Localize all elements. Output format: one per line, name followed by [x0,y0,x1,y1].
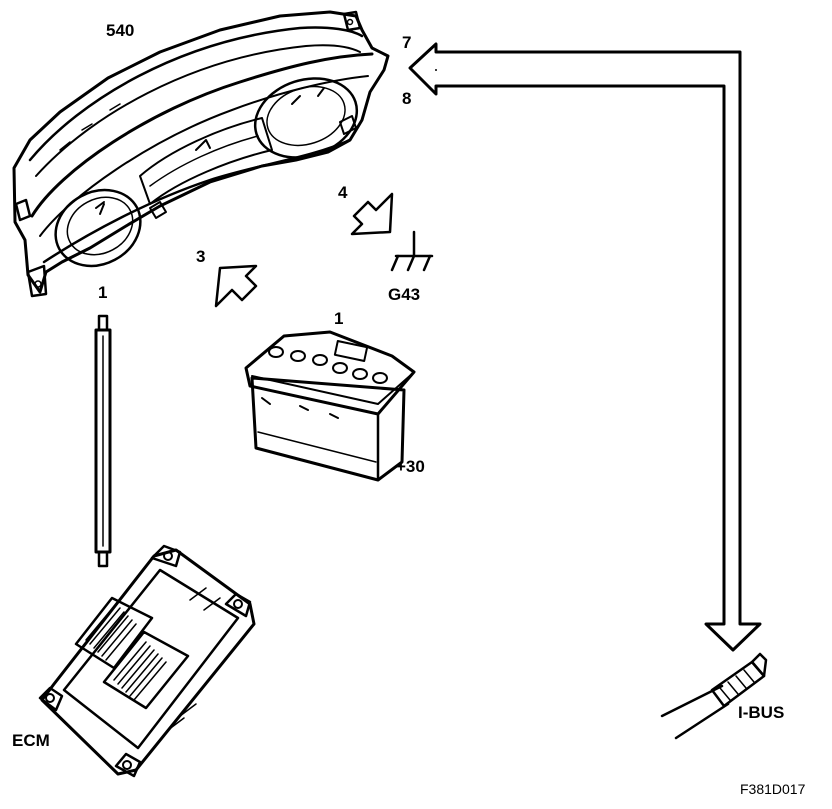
battery-link-label: 1 [334,309,344,328]
ground-label: G43 [388,285,421,304]
ecm-link-rod [94,314,112,568]
arrow-3-icon [214,264,258,308]
instrument-cluster-icon [12,10,390,298]
pin-3-label: 3 [196,247,206,266]
ecm-module-icon [38,544,256,778]
bus-label: I-BUS [738,703,785,722]
bus-cable-icon [660,652,768,740]
cluster-label: 540 [106,21,135,40]
ground-symbol-icon [390,230,434,272]
pin-7-label: 7 [402,33,412,52]
ecm-label: ECM [12,731,50,750]
pin-8-label: 8 [402,89,412,108]
battery-terminal-label: +30 [396,457,425,476]
figure-id-label: F381D017 [740,781,806,797]
pin-4-label: 4 [338,183,348,202]
ecm-link-label: 1 [98,283,108,302]
arrow-4-icon [350,192,394,236]
battery-icon [244,330,416,482]
bus-arrow [408,42,762,652]
